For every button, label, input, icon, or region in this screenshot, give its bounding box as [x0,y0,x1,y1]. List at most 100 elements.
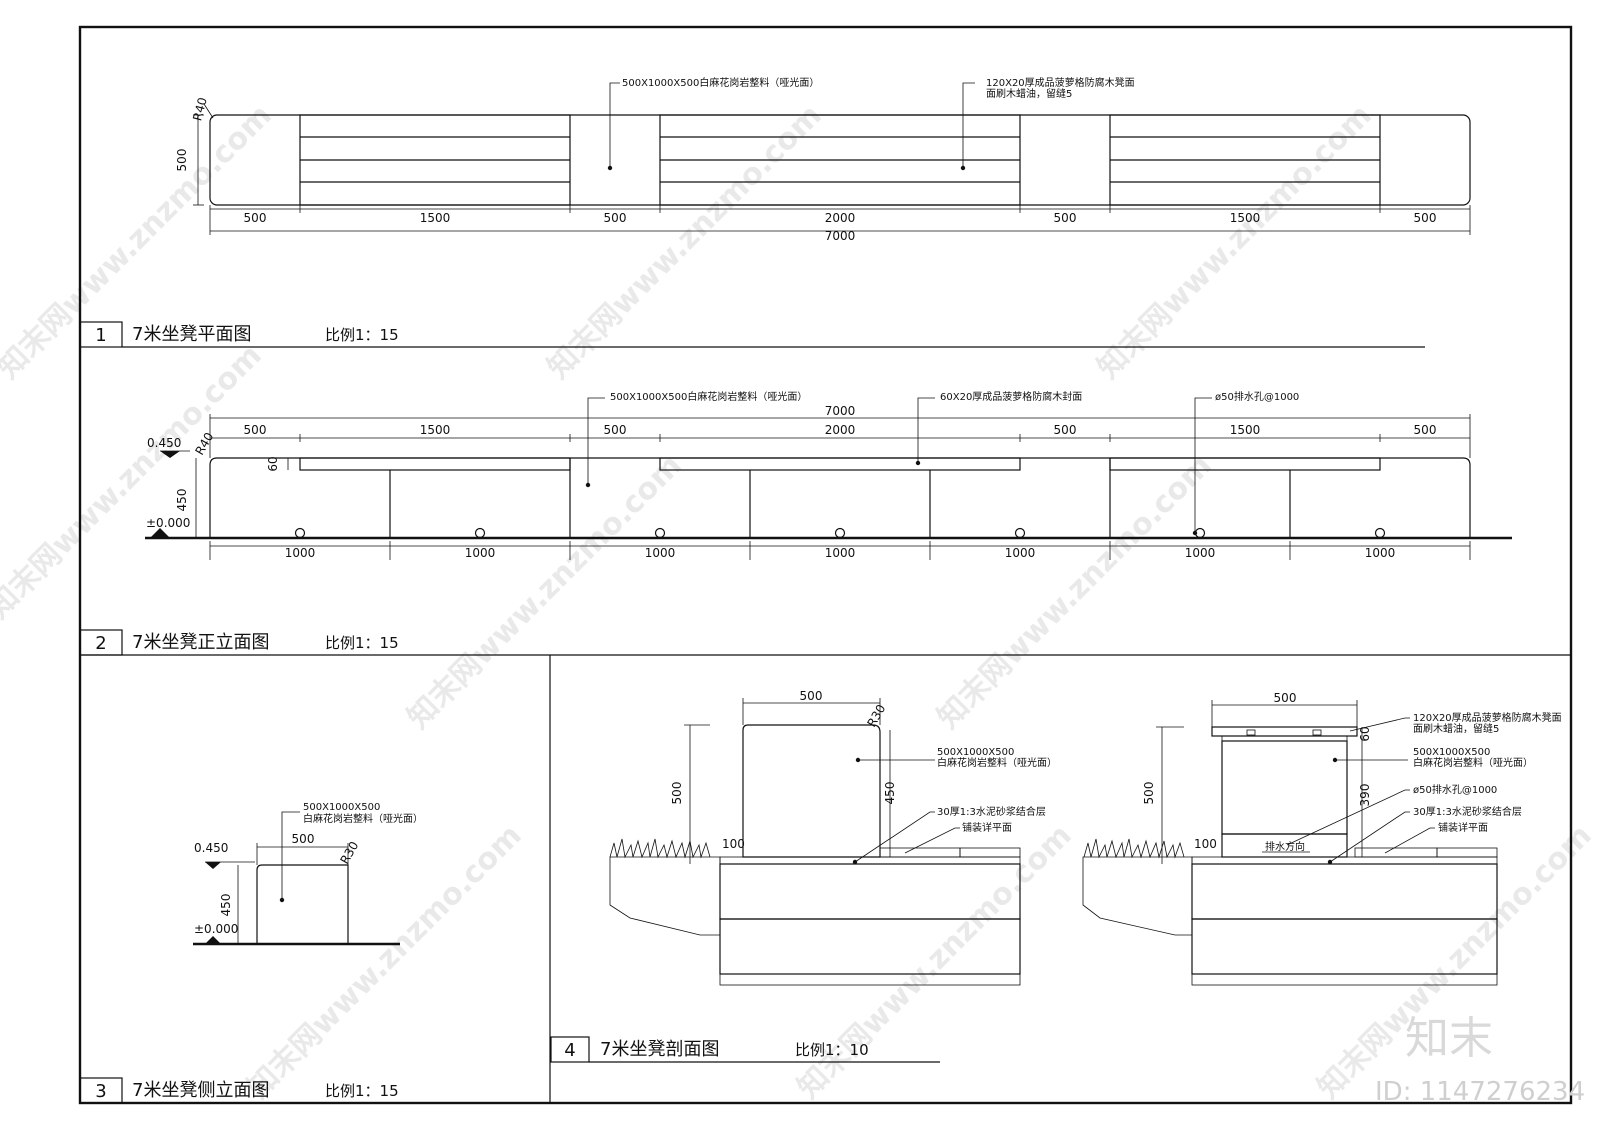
wood-slats-left [299,114,571,206]
dim-segment: 1500 [420,211,451,225]
watermark-layer: 知末网www.znzmo.com 知末网www.znzmo.com 知末网www… [0,98,1599,1106]
drain-holes [294,527,1386,539]
watermark: 知末网www.znzmo.com [0,338,269,626]
height-dim: 450 [175,489,189,512]
granite-block [742,724,881,858]
note-wood: 面刷木蜡油，留缝5 [1413,722,1499,735]
wood-slats-right [1109,114,1381,206]
soil-base [1191,973,1498,986]
radius-label: R30 [337,839,361,866]
watermark: 知末网www.znzmo.com [241,818,529,1106]
view-scale: 比例1：15 [325,326,399,344]
view-title-front: 2 7米坐凳正立面图 比例1：15 [79,629,399,656]
view-scale: 比例1：10 [795,1041,869,1059]
gravel-layer [1191,863,1498,920]
note-mortar: 30厚1:3水泥砂浆结合层 [937,805,1046,818]
dim-segment: 1500 [1230,211,1261,225]
offset-dim: 100 [722,837,745,851]
granite-block [1221,740,1348,835]
dim-segment: 500 [244,423,267,437]
dim-segment: 1500 [1230,423,1261,437]
bench-profile [256,864,349,944]
level-top: 0.450 [147,436,181,450]
height-dim: 500 [1142,782,1156,805]
stone-joints [389,458,1291,538]
note-granite: 500X1000X500 [303,802,380,813]
dim-spacing: 1000 [1185,546,1216,560]
level-zero: ±0.000 [194,922,238,936]
height-dim: 500 [670,782,684,805]
note-wood: 120X20厚成品菠萝格防腐木凳面 [1413,711,1562,724]
dim-spacing: 1000 [465,546,496,560]
wood-covers [299,457,1381,471]
dim-segment: 500 [604,211,627,225]
soil-base [719,973,1021,986]
dim-segment: 2000 [825,211,856,225]
brand-logo: 知末 [1405,1013,1493,1064]
note-paving: 铺装详平面 [962,821,1012,834]
note-wood: 60X20厚成品菠萝格防腐木封面 [940,390,1082,403]
wood-top [1211,726,1358,737]
radius-label: R40 [190,96,210,122]
dim-segment: 2000 [825,423,856,437]
wood-slats-middle [659,114,1021,206]
level-zero: ±0.000 [146,516,190,530]
note-granite: 500X1000X500 [1413,747,1490,758]
dim-spacing: 1000 [1005,546,1036,560]
drain-channel [1221,833,1348,858]
wood-height-dim: 60 [266,456,280,471]
dim-segment: 500 [244,211,267,225]
view-number: 3 [95,1081,106,1102]
note-granite: 白麻花岗岩整料（哑光面） [937,756,1057,769]
watermark: 知末网www.znzmo.com [541,98,829,386]
watermark: 知末网www.znzmo.com [931,448,1219,736]
dim-segment: 500 [1054,211,1077,225]
view-number: 1 [95,325,106,346]
grass [609,838,711,859]
width-dim: 500 [292,832,315,846]
height-dim: 500 [175,149,189,172]
width-dim: 500 [1274,691,1297,705]
dim-spacing: 1000 [1365,546,1396,560]
watermark: 知末网www.znzmo.com [1091,98,1379,386]
drain-direction: 排水方向 [1265,840,1305,853]
sheet-border [78,25,1573,1105]
section-view-b: 排水方向 500 500 60 390 100 120X20厚成品菠萝格防腐木凳… [1082,691,1562,986]
note-drain: ø50排水孔@1000 [1215,390,1299,403]
height-dim: 450 [219,894,233,917]
view-title: 7米坐凳正立面图 [132,632,269,653]
note-granite: 白麻花岗岩整料（哑光面） [1413,756,1533,769]
front-elevation-view: 7000 500 1500 500 2000 500 1500 500 [145,390,1512,560]
wood-height-dim: 60 [1358,726,1372,741]
note-wood: 面刷木蜡油，留缝5 [986,87,1072,100]
view-title-plan: 1 7米坐凳平面图 比例1：15 [79,321,1425,348]
dim-spacing: 1000 [285,546,316,560]
grass [1083,838,1185,859]
note-granite: 白麻花岗岩整料（哑光面） [303,812,423,825]
view-title-side: 3 7米坐凳侧立面图 比例1：15 [79,1077,399,1104]
dim-segment: 500 [604,423,627,437]
view-number: 4 [564,1040,575,1061]
dim-segment: 1500 [420,423,451,437]
note-wood: 120X20厚成品菠萝格防腐木凳面 [986,76,1135,89]
note-granite: 500X1000X500 [937,747,1014,758]
side-elevation-view: 500 R30 500X1000X500 白麻花岗岩整料（哑光面） 0.450 … [193,802,423,946]
note-granite: 500X1000X500白麻花岗岩整料（哑光面） [610,390,807,403]
note-drain: ø50排水孔@1000 [1413,783,1497,796]
width-dim: 500 [800,689,823,703]
level-top: 0.450 [194,841,228,855]
note-granite: 500X1000X500白麻花岗岩整料（哑光面） [622,76,819,89]
dim-total: 7000 [825,404,856,418]
mortar-layer [719,856,1021,865]
paving-tiles [959,847,1021,858]
dim-spacing: 1000 [645,546,676,560]
radius-label: R30 [864,702,888,729]
stone-height-dim: 390 [1358,784,1372,807]
watermark: 知末网www.znzmo.com [401,448,689,736]
paving-tiles [1436,847,1498,858]
dim-segment: 500 [1414,211,1437,225]
view-title: 7米坐凳平面图 [132,324,251,345]
section-view-a: 500 R30 500 450 100 500X1000X500 白麻花岗岩整料… [609,689,1057,986]
view-scale: 比例1：15 [325,634,399,652]
